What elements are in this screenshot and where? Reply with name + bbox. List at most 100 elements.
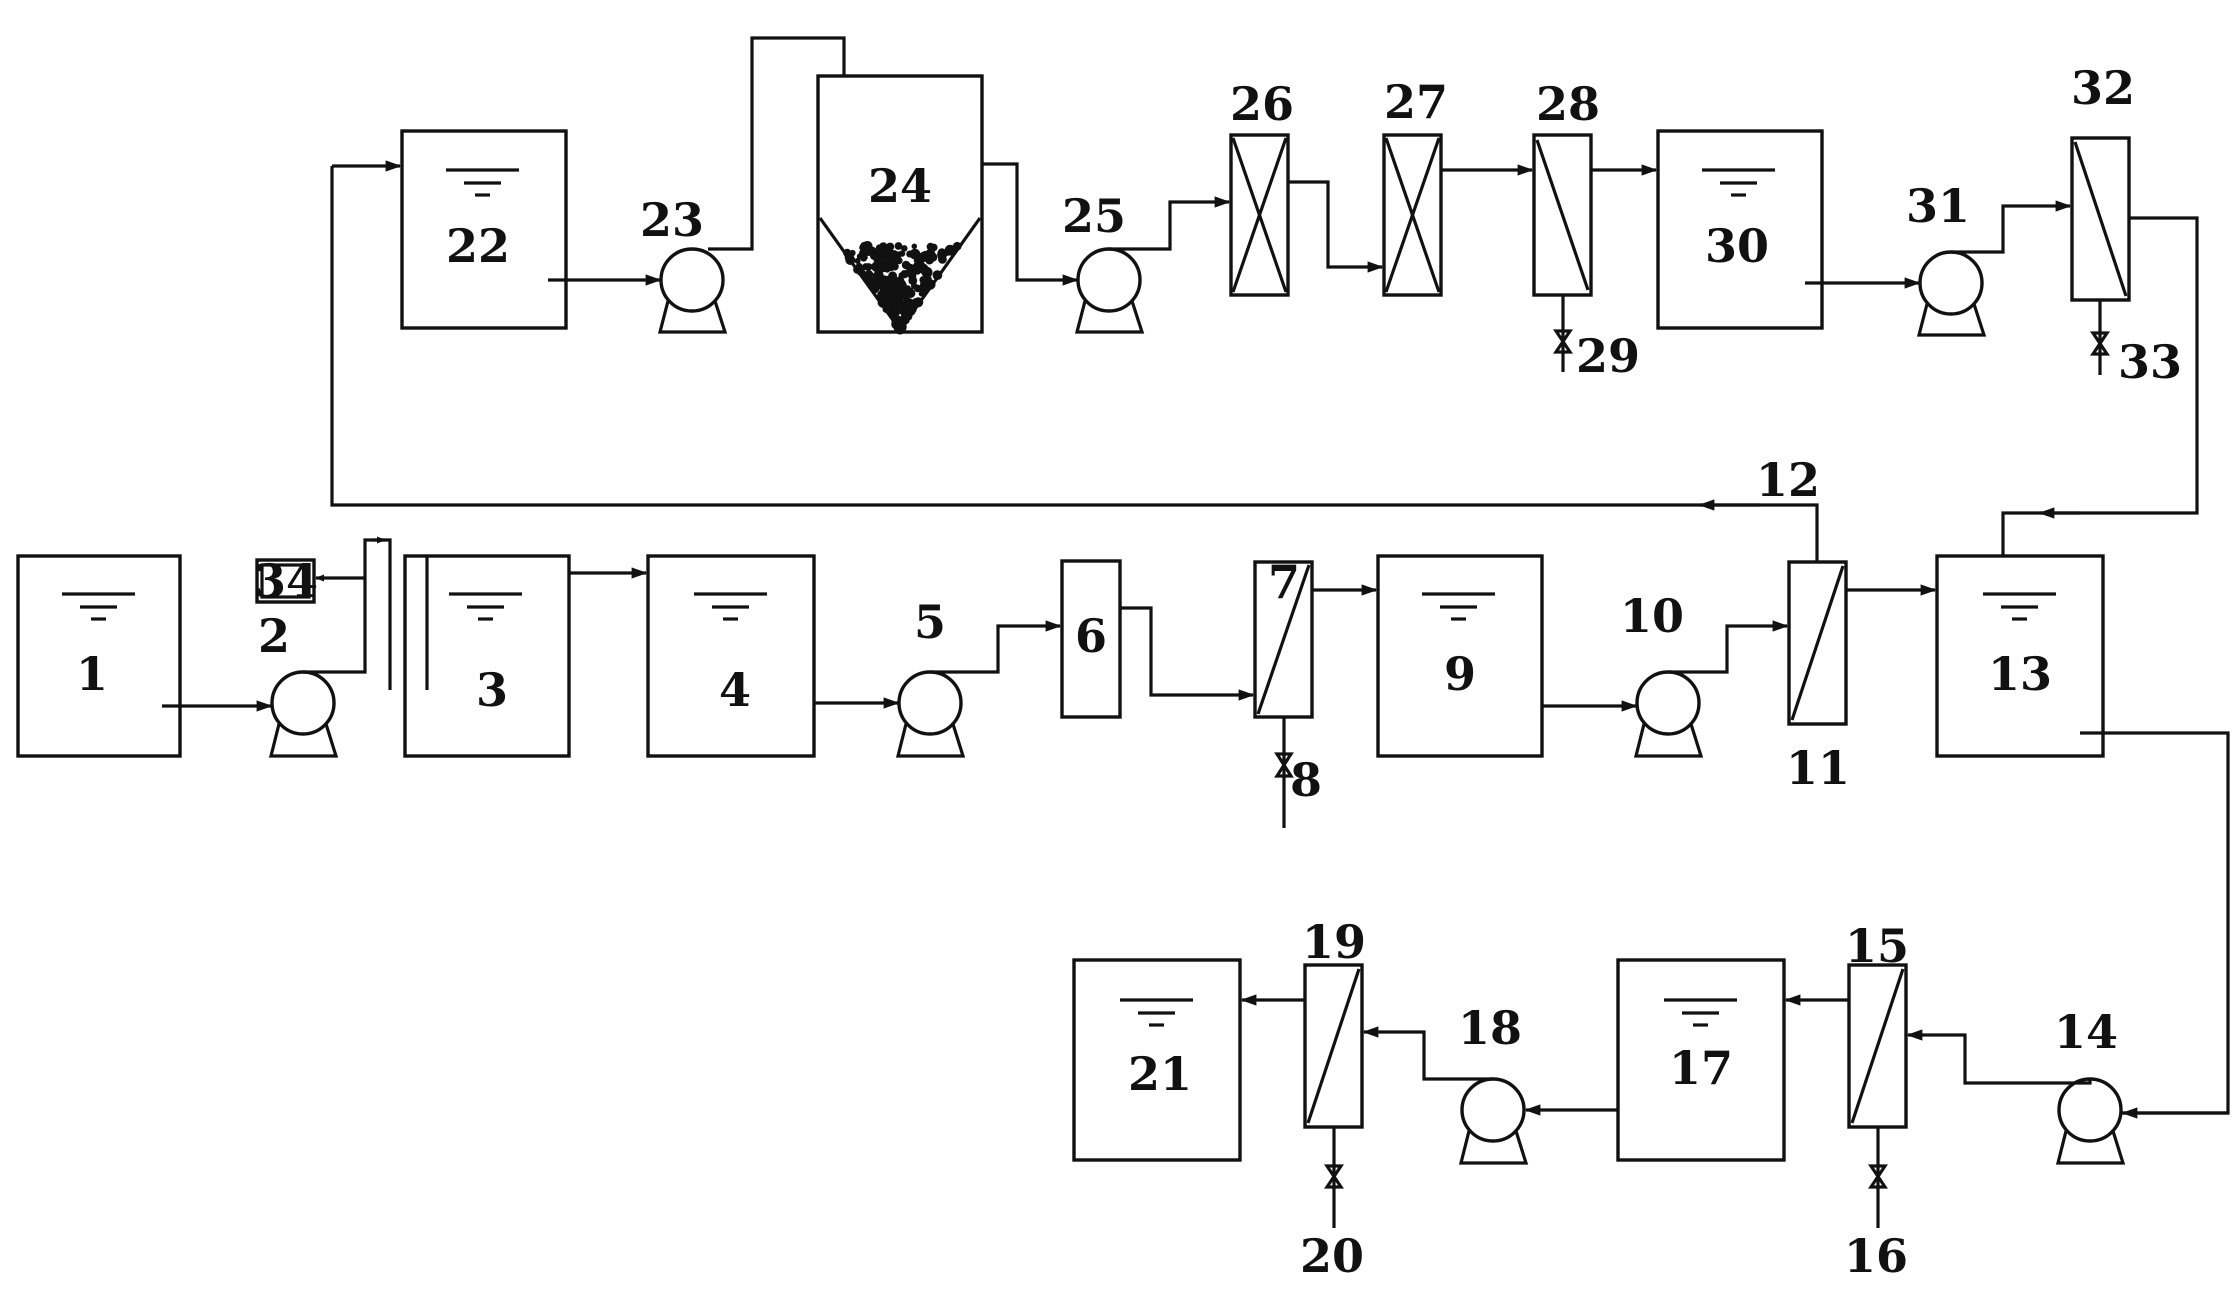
label-26: 26 [1230, 77, 1294, 131]
label-23: 23 [640, 193, 704, 247]
media-granule [894, 242, 903, 250]
label-13: 13 [1988, 647, 2052, 701]
media-granule [952, 241, 962, 251]
label-32: 32 [2071, 61, 2135, 115]
media-granule [888, 271, 898, 281]
label-31: 31 [1906, 179, 1970, 233]
label-24: 24 [868, 159, 932, 213]
filter-32 [2070, 136, 2131, 302]
label-9: 9 [1444, 647, 1476, 701]
pump-10 [1633, 670, 1704, 758]
pump-25 [1074, 247, 1145, 334]
media-granule [859, 271, 865, 277]
label-14: 14 [2054, 1005, 2118, 1059]
media-granule [856, 253, 863, 260]
valve-29 [1553, 295, 1573, 372]
media-granule [897, 281, 907, 291]
filter-11 [1787, 560, 1848, 726]
column-6 [1060, 559, 1122, 719]
media-granule [864, 270, 874, 280]
tank-17 [1616, 958, 1786, 1162]
label-12: 12 [1756, 453, 1820, 507]
valve-33 [2090, 300, 2110, 375]
filter-15 [1847, 963, 1908, 1129]
media-granule [870, 283, 876, 290]
component-labels: 1 2 3 4 5 6 7 8 9 10 11 12 13 14 15 16 1… [76, 61, 2182, 1283]
valve-16 [1868, 1127, 1888, 1228]
media-granule [898, 272, 905, 279]
media-granule [919, 276, 927, 284]
label-28: 28 [1536, 77, 1600, 131]
media-granule [873, 262, 881, 270]
pump-2 [268, 670, 339, 758]
media-granule [910, 282, 918, 290]
media-granule [891, 318, 901, 328]
tank-4 [646, 554, 816, 758]
media-granule [864, 263, 873, 271]
tank-13 [1935, 554, 2105, 758]
label-19: 19 [1302, 915, 1366, 969]
media-granule [905, 287, 914, 296]
label-5: 5 [914, 595, 946, 649]
label-8: 8 [1290, 753, 1322, 807]
label-15: 15 [1845, 919, 1909, 973]
tank-30 [1656, 129, 1824, 330]
media-granule [896, 251, 903, 257]
media-granule [853, 265, 861, 274]
media-granule [913, 299, 920, 306]
label-33: 33 [2118, 335, 2182, 389]
label-10: 10 [1620, 589, 1684, 643]
media-granule [924, 249, 936, 260]
label-3: 3 [476, 663, 508, 717]
pump-23 [657, 247, 728, 334]
media-granule [895, 256, 903, 265]
media-granule [877, 297, 888, 308]
pipe-network [162, 36, 2230, 1119]
media-granule [921, 266, 933, 278]
media-granule [911, 243, 918, 250]
tank-3 [403, 554, 571, 758]
media-granule [874, 253, 884, 263]
column-27 [1382, 133, 1443, 297]
tank-9 [1376, 554, 1544, 758]
column-26 [1229, 133, 1290, 297]
label-34: 34 [254, 554, 318, 608]
tank-22 [400, 129, 568, 330]
media-granule [913, 266, 922, 275]
label-20: 20 [1300, 1229, 1364, 1283]
label-29: 29 [1576, 329, 1640, 383]
label-17: 17 [1669, 1041, 1733, 1095]
label-1: 1 [76, 647, 108, 701]
filter-28 [1532, 133, 1593, 297]
label-22: 22 [446, 219, 510, 273]
media-granule [907, 264, 914, 271]
media-granule [901, 245, 908, 252]
media-granule [854, 257, 861, 264]
media-granule [909, 248, 921, 260]
media-granule [872, 271, 880, 279]
media-granule [903, 297, 914, 309]
media-granule [884, 306, 892, 313]
label-7: 7 [1268, 555, 1300, 609]
label-2: 2 [258, 609, 290, 663]
media-granule [863, 244, 870, 252]
media-granule [937, 251, 944, 258]
valve-8 [1274, 717, 1294, 828]
pump-31 [1916, 250, 1987, 337]
media-granule [882, 255, 889, 262]
media-granule [886, 242, 895, 251]
media-granule [931, 244, 938, 250]
label-30: 30 [1705, 219, 1769, 273]
media-granule [897, 298, 904, 305]
media-granule [844, 252, 854, 262]
label-11: 11 [1786, 741, 1850, 795]
valve-20 [1324, 1127, 1344, 1228]
label-16: 16 [1844, 1229, 1908, 1283]
media-granule [883, 284, 890, 290]
tank-21 [1072, 958, 1242, 1162]
filter-7 [1253, 560, 1314, 719]
label-27: 27 [1384, 75, 1448, 129]
label-6: 6 [1075, 609, 1107, 663]
